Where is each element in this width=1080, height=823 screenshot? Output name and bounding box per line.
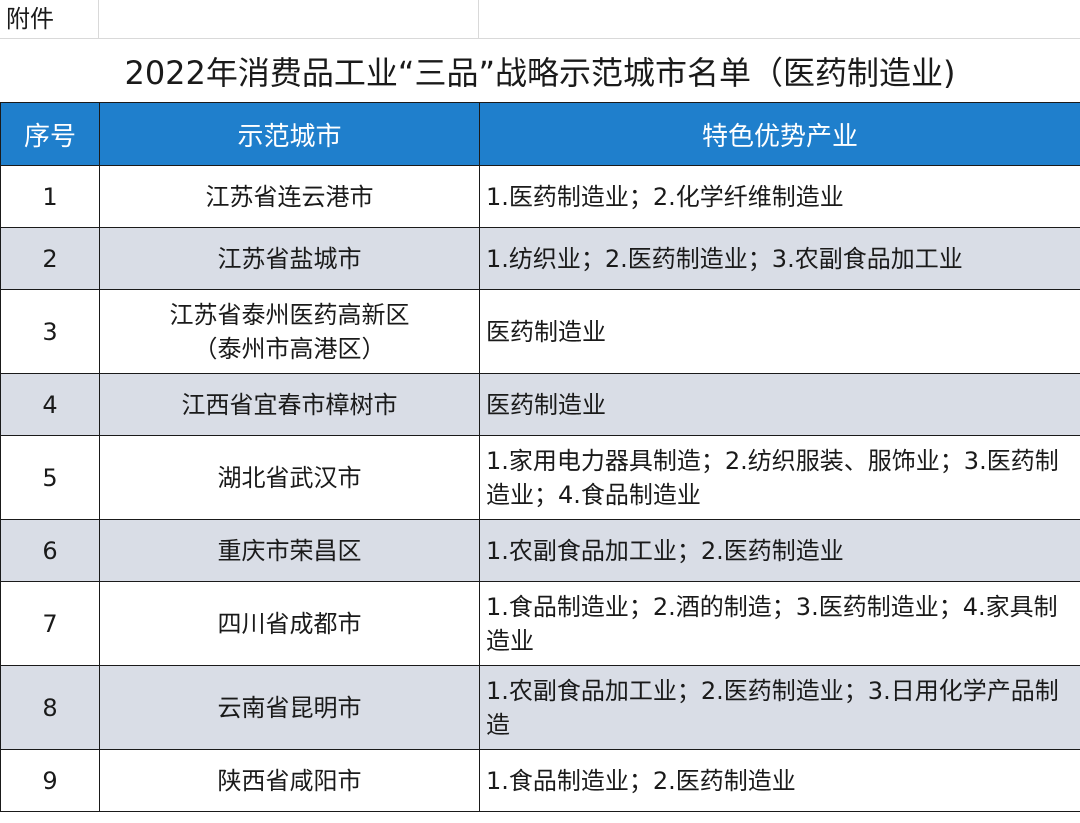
table-row: 5 湖北省武汉市 1.家用电力器具制造；2.纺织服装、服饰业；3.医药制造业；4… xyxy=(0,435,1080,520)
row-city: 湖北省武汉市 xyxy=(99,435,480,520)
row-city: 江苏省泰州医药高新区 （泰州市高港区） xyxy=(99,289,480,374)
table-row: 8 云南省昆明市 1.农副食品加工业；2.医药制造业；3.日用化学产品制造 xyxy=(0,665,1080,750)
row-industry: 医药制造业 xyxy=(479,289,1080,374)
row-no: 3 xyxy=(0,289,100,374)
header-industry: 特色优势产业 xyxy=(479,102,1080,166)
empty-cell xyxy=(99,0,479,38)
row-industry: 1.纺织业；2.医药制造业；3.农副食品加工业 xyxy=(479,227,1080,290)
row-city: 四川省成都市 xyxy=(99,581,480,666)
attachment-row: 附件 xyxy=(0,0,1080,38)
row-city: 陕西省咸阳市 xyxy=(99,749,480,812)
row-no: 8 xyxy=(0,665,100,750)
row-industry: 1.农副食品加工业；2.医药制造业 xyxy=(479,519,1080,582)
page-title: 2022年消费品工业“三品”战略示范城市名单（医药制造业) xyxy=(0,38,1080,102)
attachment-label: 附件 xyxy=(0,0,99,38)
table-row: 6 重庆市荣昌区 1.农副食品加工业；2.医药制造业 xyxy=(0,519,1080,582)
row-industry: 1.家用电力器具制造；2.纺织服装、服饰业；3.医药制造业；4.食品制造业 xyxy=(479,435,1080,520)
row-city: 江苏省连云港市 xyxy=(99,165,480,228)
row-no: 5 xyxy=(0,435,100,520)
table-row: 7 四川省成都市 1.食品制造业；2.酒的制造；3.医药制造业；4.家具制造业 xyxy=(0,581,1080,666)
row-city: 重庆市荣昌区 xyxy=(99,519,480,582)
row-city: 江西省宜春市樟树市 xyxy=(99,373,480,436)
row-no: 1 xyxy=(0,165,100,228)
row-city: 云南省昆明市 xyxy=(99,665,480,750)
table-header-row: 序号 示范城市 特色优势产业 xyxy=(0,102,1080,166)
table-row: 1 江苏省连云港市 1.医药制造业；2.化学纤维制造业 xyxy=(0,165,1080,228)
row-no: 2 xyxy=(0,227,100,290)
row-no: 4 xyxy=(0,373,100,436)
table-row: 4 江西省宜春市樟树市 医药制造业 xyxy=(0,373,1080,436)
table-row: 3 江苏省泰州医药高新区 （泰州市高港区） 医药制造业 xyxy=(0,289,1080,374)
table-row: 9 陕西省咸阳市 1.食品制造业；2.医药制造业 xyxy=(0,749,1080,812)
row-no: 6 xyxy=(0,519,100,582)
header-city: 示范城市 xyxy=(99,102,480,166)
row-no: 7 xyxy=(0,581,100,666)
row-industry: 1.农副食品加工业；2.医药制造业；3.日用化学产品制造 xyxy=(479,665,1080,750)
row-industry: 医药制造业 xyxy=(479,373,1080,436)
row-city: 江苏省盐城市 xyxy=(99,227,480,290)
row-no: 9 xyxy=(0,749,100,812)
empty-cell xyxy=(479,0,1080,38)
city-table: 序号 示范城市 特色优势产业 1 江苏省连云港市 1.医药制造业；2.化学纤维制… xyxy=(0,102,1080,812)
row-city-line2: （泰州市高港区） xyxy=(193,334,386,363)
table-row: 2 江苏省盐城市 1.纺织业；2.医药制造业；3.农副食品加工业 xyxy=(0,227,1080,290)
row-city-line1: 江苏省泰州医药高新区 xyxy=(169,300,410,329)
row-industry: 1.食品制造业；2.医药制造业 xyxy=(479,749,1080,812)
row-industry: 1.食品制造业；2.酒的制造；3.医药制造业；4.家具制造业 xyxy=(479,581,1080,666)
header-no: 序号 xyxy=(0,102,100,166)
row-industry: 1.医药制造业；2.化学纤维制造业 xyxy=(479,165,1080,228)
